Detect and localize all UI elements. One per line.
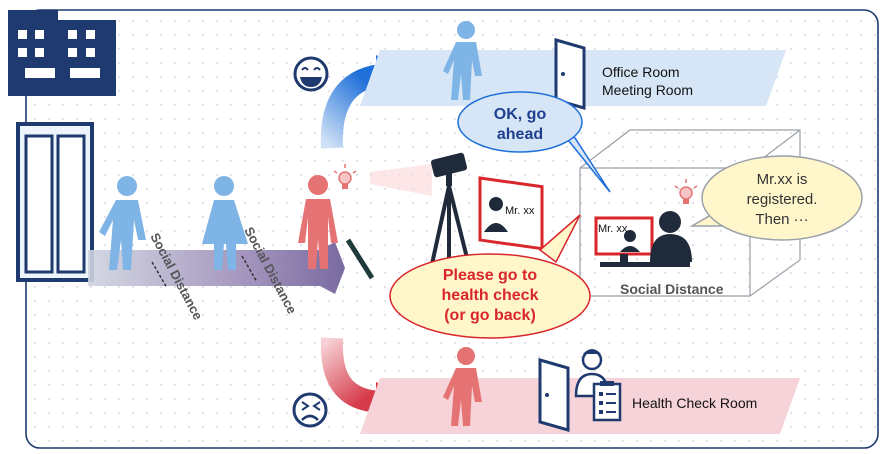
- elevator-door-icon: [16, 122, 94, 282]
- ok-bubble: [457, 91, 611, 193]
- social-distance-room-label: Social Distance: [620, 281, 724, 297]
- health-door-icon: [538, 358, 570, 432]
- person-red-icon: [298, 175, 338, 269]
- office-room-label: Office Room: [602, 64, 680, 80]
- frown-face-icon: [292, 392, 328, 428]
- distance-line-1: [151, 261, 168, 289]
- registered-bubble-line2: registered.: [747, 191, 818, 208]
- person-walking-red-icon: [443, 347, 482, 426]
- person-walking-blue-icon: [443, 21, 482, 100]
- face-monitor-icon: [478, 176, 544, 251]
- lightbulb-icon-2: [674, 179, 698, 204]
- health-bubble-line3: (or go back): [444, 307, 536, 324]
- distance-line-2: [241, 255, 258, 283]
- nurse-clipboard-icon: [574, 349, 622, 422]
- building-icon: [8, 10, 116, 96]
- registered-bubble-line3: Then ···: [755, 211, 808, 228]
- health-bubble-line1: Please go to: [443, 267, 537, 284]
- health-bubble: [389, 214, 591, 339]
- thermometer-icon: [345, 238, 375, 280]
- desk-monitor-icon: [594, 216, 690, 267]
- person-woman-icon: [202, 176, 248, 270]
- registered-bubble-line1: Mr.xx is: [757, 171, 808, 188]
- person-walking-icon: [99, 176, 146, 270]
- receptionist-icon: [650, 211, 692, 262]
- office-door-icon: [554, 38, 586, 110]
- camera-tripod-icon: [370, 152, 470, 265]
- ok-bubble-line2: ahead: [497, 126, 543, 143]
- smiley-face-icon: [293, 56, 329, 92]
- dotted-background: [27, 11, 877, 447]
- camera-monitor-name: Mr. xx: [505, 205, 535, 217]
- meeting-room-label: Meeting Room: [602, 82, 693, 98]
- arrow-down: [320, 337, 382, 413]
- arrow-up: [320, 64, 383, 149]
- health-check-room-label: Health Check Room: [632, 395, 757, 411]
- desk-monitor-name: Mr. xx: [598, 223, 628, 235]
- lightbulb-icon: [333, 164, 357, 189]
- registered-bubble: [689, 155, 863, 241]
- health-bubble-line2: health check: [442, 287, 539, 304]
- ok-bubble-line1: OK, go: [494, 106, 547, 123]
